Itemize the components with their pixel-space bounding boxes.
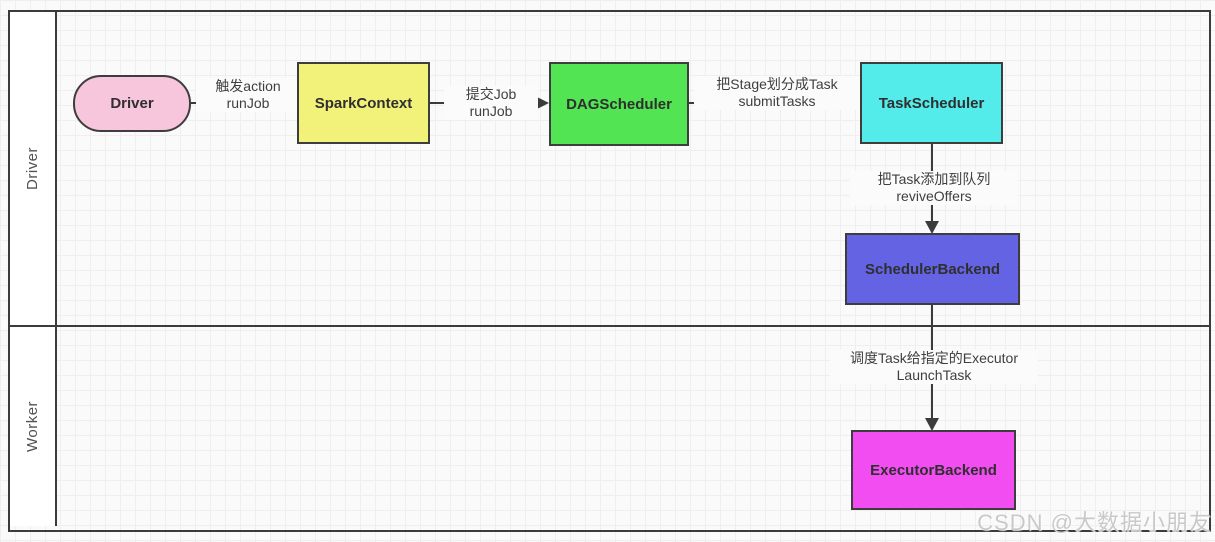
node-driver: Driver [73, 75, 191, 132]
node-executor-backend: ExecutorBackend [851, 430, 1016, 510]
node-scheduler-backend: SchedulerBackend [845, 233, 1020, 305]
edge-label-line1: 调度Task给指定的Executor [849, 350, 1019, 366]
edge-label-trigger-action: 触发action runJob [196, 78, 300, 112]
node-task-scheduler-label: TaskScheduler [878, 94, 985, 112]
edge-label-line1: 把Task添加到队列 [877, 171, 991, 187]
edge-label-line2: runJob [469, 103, 513, 119]
csdn-watermark: CSDN @大数据小朋友 [977, 510, 1212, 535]
edge-schedulerbackend-executorbackend-arrowhead [925, 418, 939, 431]
edge-label-launch-task: 调度Task给指定的Executor LaunchTask [830, 350, 1038, 384]
edge-taskscheduler-schedulerbackend-arrowhead [925, 221, 939, 234]
node-task-scheduler: TaskScheduler [860, 62, 1003, 144]
edge-label-add-task-queue: 把Task添加到队列 reviveOffers [850, 171, 1018, 205]
node-spark-context-label: SparkContext [314, 94, 413, 112]
edge-label-split-stage: 把Stage划分成Task submitTasks [694, 76, 860, 110]
node-dag-scheduler: DAGScheduler [549, 62, 689, 146]
edge-label-submit-job: 提交Job runJob [444, 86, 538, 120]
edge-label-line2: runJob [226, 95, 270, 111]
lane-divider [8, 325, 1211, 327]
node-executor-backend-label: ExecutorBackend [870, 461, 997, 479]
edge-label-line1: 把Stage划分成Task [716, 76, 838, 92]
diagram-border [8, 10, 1211, 532]
edge-label-line2: submitTasks [738, 93, 816, 109]
node-scheduler-backend-label: SchedulerBackend [864, 260, 1001, 278]
edge-label-line1: 提交Job [465, 86, 517, 102]
node-spark-context: SparkContext [297, 62, 430, 144]
node-driver-label: Driver [110, 95, 154, 112]
lane-label-column [10, 12, 57, 526]
lane-driver-label: Driver [24, 147, 41, 190]
edge-label-line1: 触发action [215, 78, 281, 94]
edge-sparkcontext-dagscheduler-arrowhead [535, 96, 549, 110]
lane-driver: Driver [10, 12, 55, 325]
node-dag-scheduler-label: DAGScheduler [566, 95, 672, 113]
edge-label-line2: reviveOffers [896, 188, 972, 204]
lane-worker: Worker [10, 327, 55, 526]
lane-worker-label: Worker [24, 400, 41, 453]
edge-label-line2: LaunchTask [896, 367, 972, 383]
